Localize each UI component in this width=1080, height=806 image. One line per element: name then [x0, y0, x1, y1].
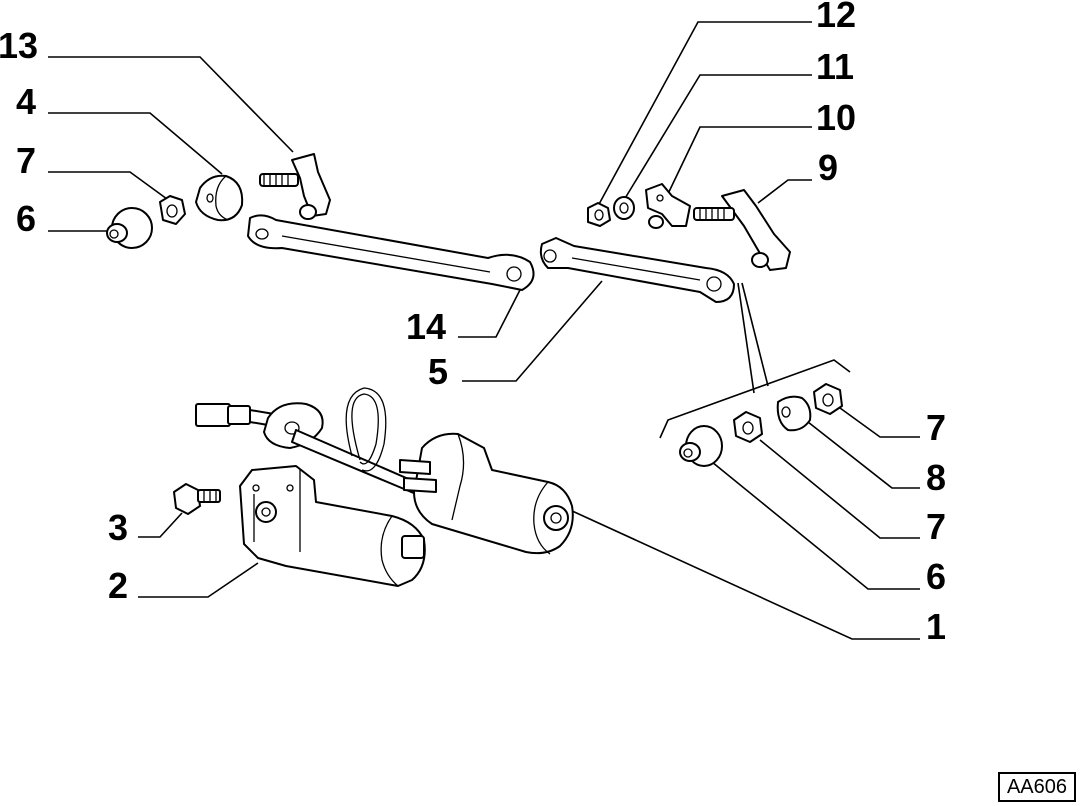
callout-7: 7	[926, 506, 946, 547]
leader-2	[138, 562, 259, 598]
leader-3	[138, 512, 183, 538]
part-6-bush-left	[106, 207, 153, 249]
callout-10: 10	[816, 97, 856, 138]
callout-8: 8	[926, 457, 946, 498]
part-11-washer	[613, 196, 635, 220]
part-wiring-connector	[195, 387, 421, 495]
part-4-bush	[195, 174, 244, 222]
part-6-bush-right	[679, 425, 723, 467]
part-1-motor	[399, 432, 574, 555]
leader-12	[597, 21, 812, 207]
callout-9: 9	[818, 147, 838, 188]
part-7-nut-right-b	[813, 383, 843, 415]
callout-6: 6	[926, 556, 946, 597]
leader-10	[665, 126, 812, 199]
part-13-pin-bracket	[259, 153, 331, 220]
part-7-nut-right-a	[733, 411, 763, 443]
leader-4	[48, 112, 223, 175]
leader-14	[458, 285, 523, 338]
callout-11: 11	[816, 46, 854, 87]
leader-1	[569, 509, 920, 640]
callout-5: 5	[428, 351, 448, 392]
leader-9	[757, 179, 812, 204]
part-5-rod	[539, 237, 735, 303]
callout-7: 7	[16, 140, 36, 181]
part-7-nut-left	[159, 195, 186, 225]
part-3-bolt	[173, 483, 221, 515]
callout-2: 2	[108, 565, 128, 606]
callout-labels: 13 4 7 6 12 11 10 9 14 5 7 8 7 6 1 3 2	[0, 0, 946, 647]
leader-7c	[759, 439, 920, 539]
leader-lines	[48, 21, 920, 640]
callout-14: 14	[406, 306, 446, 347]
part-9-pin-bracket	[693, 189, 791, 271]
leader-8	[807, 421, 920, 489]
part-8-bush	[776, 395, 812, 432]
leader-13	[48, 56, 294, 153]
part-12-nut	[587, 202, 611, 227]
leader-7a	[48, 171, 168, 200]
part-10-bracket	[645, 183, 691, 229]
leader-5	[462, 280, 603, 382]
callout-1: 1	[926, 606, 946, 647]
leader-7b	[839, 407, 920, 438]
subgroup-bracket	[659, 359, 851, 439]
leader-6b	[711, 461, 920, 590]
part-14-rod	[247, 214, 535, 291]
callout-4: 4	[16, 81, 36, 122]
callout-7: 7	[926, 407, 946, 448]
leader-11	[623, 74, 812, 201]
callout-12: 12	[816, 0, 856, 35]
subgroup-pointer-left	[737, 282, 755, 394]
subgroup-pointer-right	[741, 282, 769, 387]
part-2-motor-bracket	[239, 465, 426, 587]
callout-6: 6	[16, 198, 36, 239]
figure-code: AA606	[998, 772, 1076, 802]
callout-13: 13	[0, 25, 38, 66]
callout-3: 3	[108, 507, 128, 548]
